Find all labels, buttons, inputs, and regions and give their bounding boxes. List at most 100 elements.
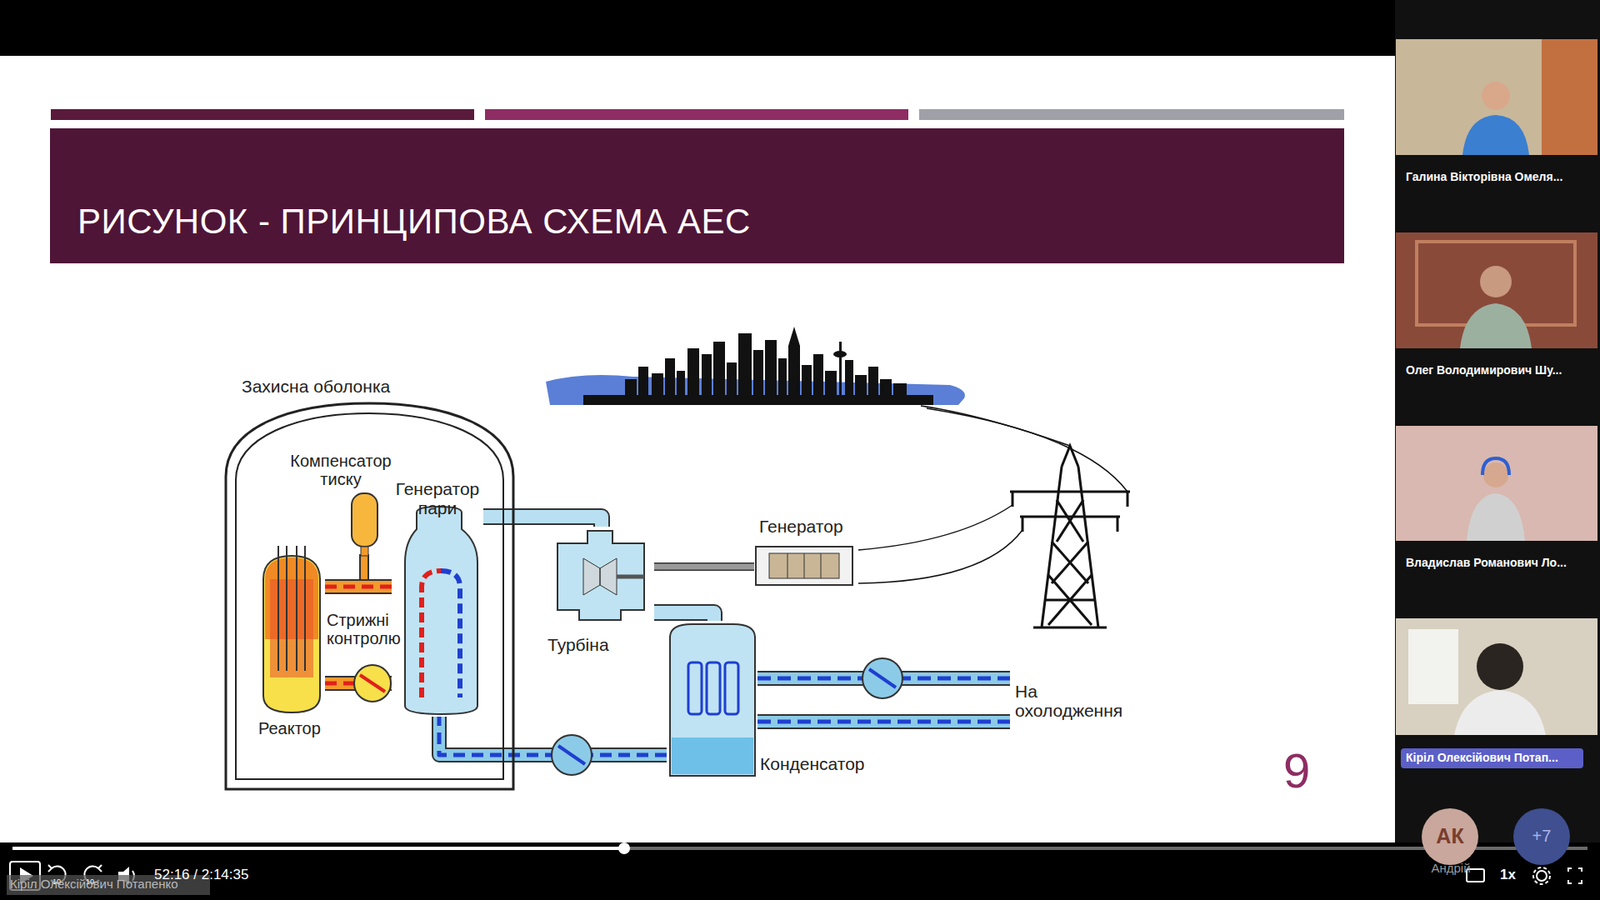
turbine-shape	[545, 526, 655, 625]
pump-symbol	[354, 665, 391, 702]
video-tile-part	[1395, 425, 1598, 541]
video-tile-part	[1481, 81, 1510, 110]
city-skyline-part	[788, 345, 800, 405]
video-tile-part	[1460, 303, 1532, 349]
pipe-stroke	[654, 564, 755, 570]
city-skyline-part	[893, 383, 907, 405]
player-icons	[10, 861, 1582, 890]
video-tile-part	[1541, 39, 1598, 155]
steam-generator-shape-part	[421, 570, 441, 698]
city-skyline-part	[713, 341, 725, 405]
pressurizer-shape-part	[351, 493, 378, 547]
presenter-name: Кіріл Олексійович Потапенко	[10, 877, 210, 892]
video-tile	[1395, 425, 1598, 541]
electric-generator-shape-part	[787, 553, 789, 579]
power-tower-part	[1116, 516, 1120, 532]
pipe-stroke	[654, 562, 755, 571]
power-tower-part	[1020, 515, 1120, 519]
pipe-connector	[483, 516, 602, 527]
pipe-stroke	[654, 612, 715, 621]
player-icons-part	[1578, 868, 1582, 872]
city-skyline-part	[801, 365, 812, 405]
player-icons-part	[48, 865, 52, 872]
video-tile-part	[1454, 690, 1546, 735]
page-number: 9	[1283, 744, 1334, 798]
side-panel	[1395, 0, 1600, 843]
containment-shell-shape-part	[225, 403, 514, 790]
power-tower-part	[1011, 491, 1015, 507]
video-tile-part	[1482, 458, 1510, 475]
pipe-connector	[325, 586, 392, 588]
participant-name: Олег Володимирович Шу...	[1405, 364, 1594, 377]
city-skyline-part	[638, 366, 649, 405]
progress-bar-part	[12, 846, 1588, 850]
pipe-stroke	[483, 516, 602, 527]
turbine: Турбіна	[545, 526, 655, 660]
containment-shell-shape-part	[235, 413, 504, 780]
cooling-pipes-part	[757, 715, 1010, 728]
reactor-vessel-shape-part	[285, 545, 288, 671]
steam-generator-shape-part	[440, 570, 460, 698]
power-tower-part	[1056, 500, 1084, 542]
power-tower-part	[1056, 500, 1084, 542]
video-tile-part	[1480, 265, 1512, 298]
turbine-shape-part	[616, 575, 645, 580]
video-tile-part	[1395, 232, 1598, 349]
avatar-circle	[1421, 808, 1479, 865]
reactor-vessel: Реактор	[258, 545, 325, 740]
power-tower-part	[1021, 516, 1025, 532]
pipe-stroke	[325, 580, 392, 593]
pump-symbol-part	[558, 745, 585, 765]
pump-symbol	[551, 735, 592, 775]
pump-symbol-part	[551, 735, 592, 775]
city-skyline-part	[868, 366, 879, 405]
pump-symbol-part	[862, 658, 903, 699]
pressurizer: Компенсатор тиску	[281, 451, 400, 556]
electric-generator-shape-part	[769, 553, 840, 579]
city-skyline-part	[676, 370, 685, 405]
city-skyline-part	[765, 340, 777, 405]
city-skyline-part	[813, 354, 824, 405]
pump-symbol	[862, 658, 903, 699]
player-icons-part	[1568, 868, 1572, 872]
title-bars	[50, 109, 1345, 120]
player-icons-part	[1533, 867, 1550, 885]
title-bars-part	[485, 109, 909, 120]
condenser: Конденсатор	[666, 620, 888, 784]
player-icons-part	[1536, 870, 1547, 881]
pump-symbol-part	[354, 665, 391, 702]
city-skyline-part	[880, 379, 892, 405]
node-label: Генератор	[759, 516, 859, 536]
player-icons-part	[1578, 880, 1582, 884]
slide-title: РИСУНОК - ПРИНЦИПОВА СХЕМА АЕС	[77, 202, 751, 241]
video-tile-part	[1483, 462, 1509, 488]
city-skyline-part	[701, 354, 712, 405]
city-skyline-part	[738, 333, 752, 405]
part-label: Стрижні контролю	[326, 610, 407, 648]
reactor-vessel-shape-part	[270, 579, 314, 678]
city-skyline-part	[845, 360, 854, 405]
power-lines-part	[858, 530, 1023, 584]
pipe-stroke	[325, 579, 392, 595]
participant-name: Галина Вікторівна Омеля...	[1405, 170, 1594, 184]
condenser-shape-part	[671, 737, 754, 775]
avatar-initials: АК	[1421, 825, 1479, 849]
participant-name: Кіріл Олексійович Потап...	[1405, 751, 1581, 765]
city-skyline-part	[625, 379, 637, 405]
reactor-vessel-shape-part	[277, 545, 280, 671]
title-bars-part	[50, 109, 475, 120]
condenser-shape-part	[706, 662, 720, 715]
city-skyline-part	[825, 370, 837, 405]
electric-generator-shape-part	[820, 553, 822, 579]
turbine-shape-part	[583, 558, 617, 595]
progress-bar	[12, 842, 1588, 855]
slide-background	[0, 55, 1395, 844]
city-skyline-part	[833, 350, 847, 358]
pipe-connector	[654, 612, 715, 621]
participant-name: Владислав Романович Ло...	[1405, 556, 1594, 570]
city-skyline-part	[726, 362, 737, 405]
speaker-highlight	[1400, 748, 1584, 769]
video-tile-part	[1395, 39, 1598, 155]
containment-shell: Захисна оболонкаКомпенсатор тискуРеактор…	[224, 375, 515, 791]
pipe-stroke	[654, 612, 715, 621]
